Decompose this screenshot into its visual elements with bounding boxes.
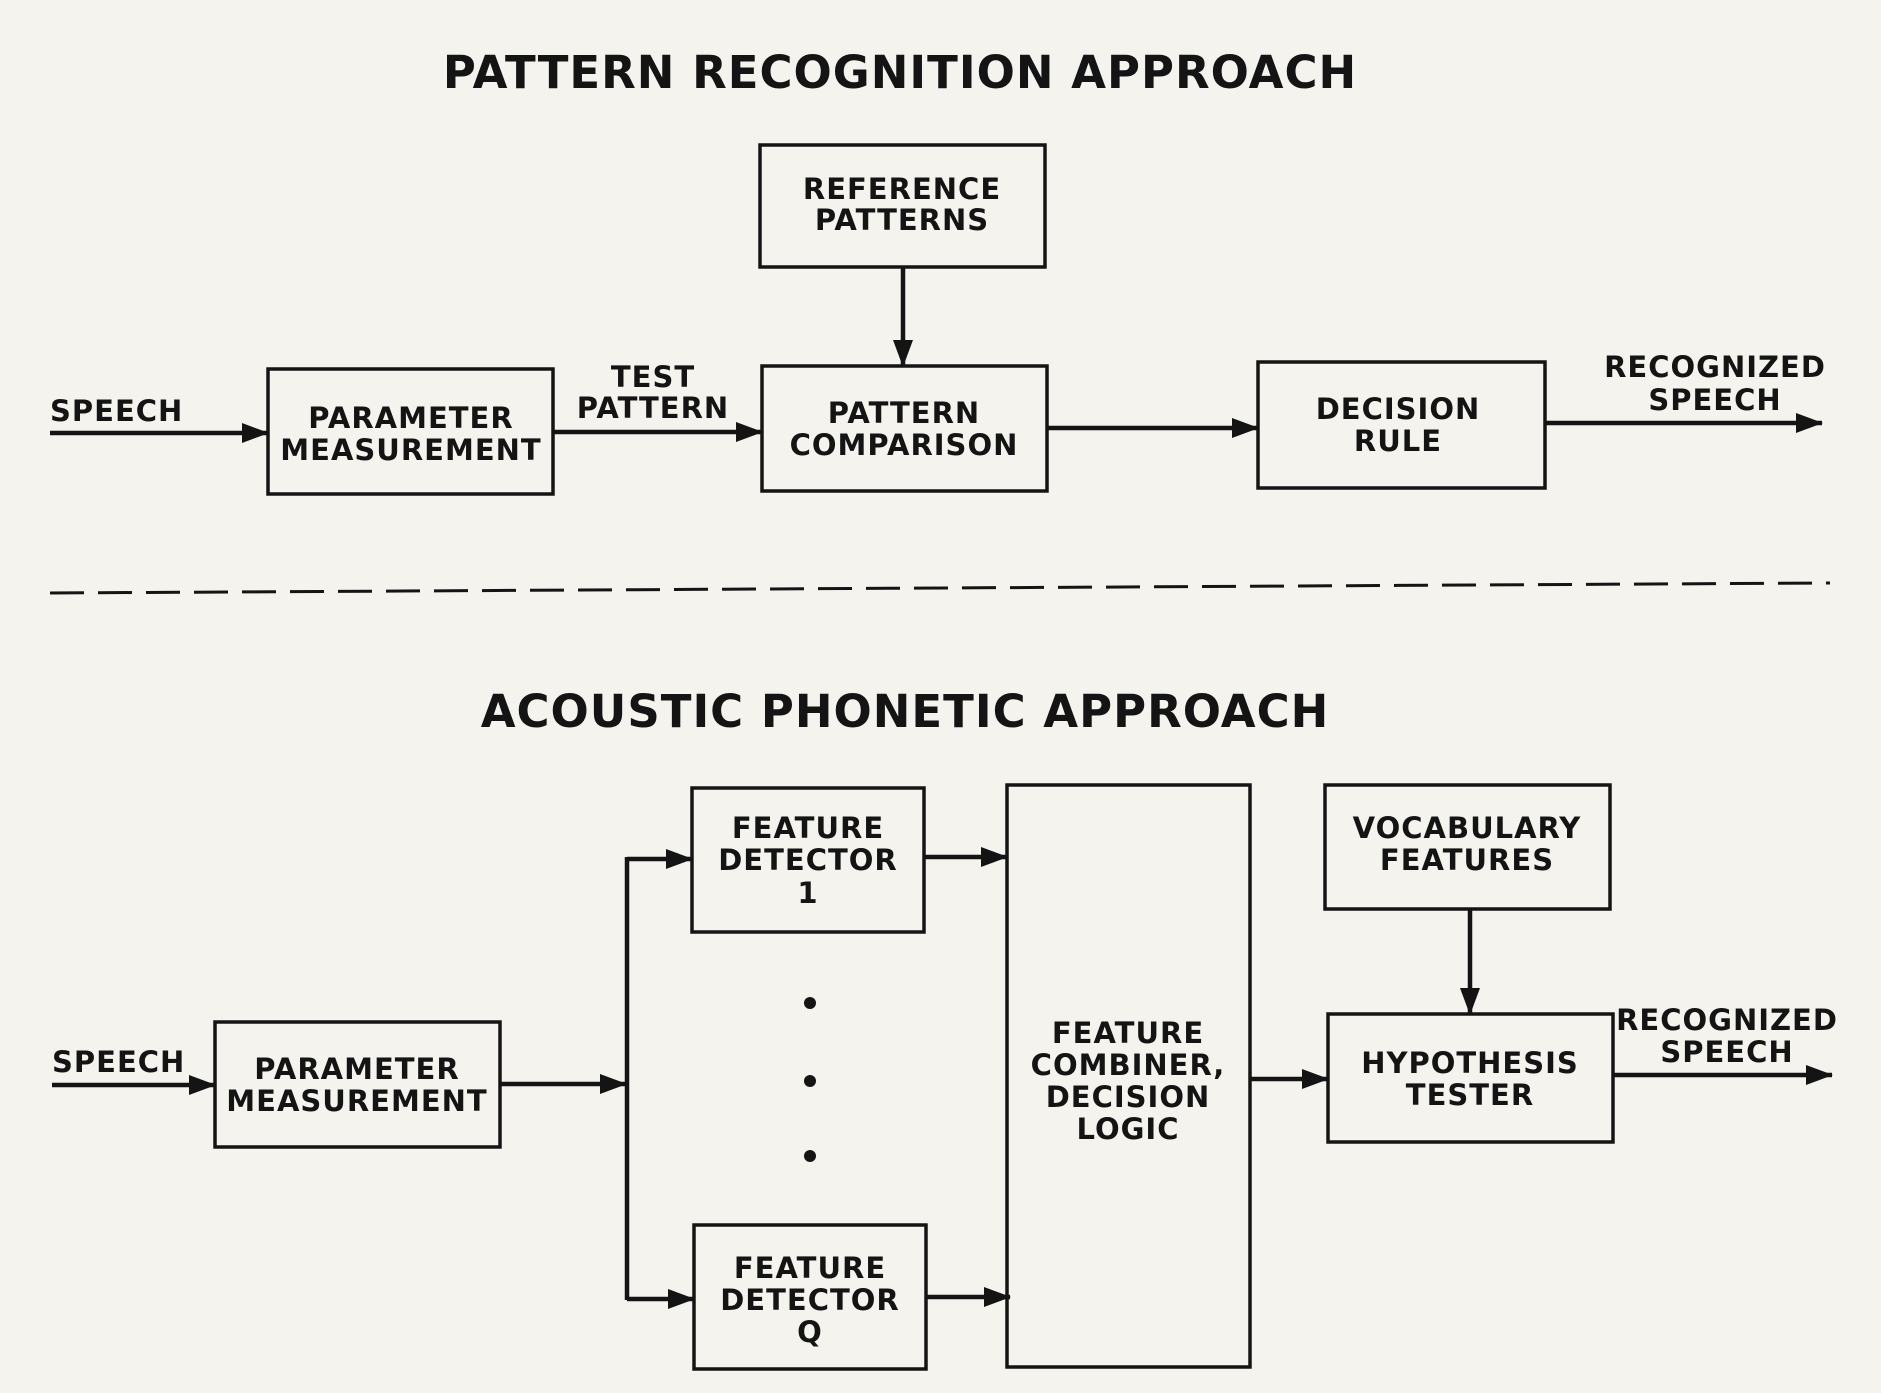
vocabulary-features-box: VOCABULARY FEATURES [1323, 783, 1612, 911]
top-recognized-speech-line1: RECOGNIZED [1604, 350, 1826, 384]
hypothesis-tester-line2: TESTER [1406, 1078, 1534, 1112]
pattern-comparison-box: PATTERN COMPARISON [760, 364, 1049, 493]
test-pattern-label-line1: TEST [611, 360, 695, 394]
top-parameter-measurement-line1: PARAMETER [308, 401, 513, 435]
vocabulary-features-line2: FEATURES [1380, 843, 1554, 877]
feature-detector-1-box: FEATURE DETECTOR 1 [690, 786, 926, 934]
top-parameter-measurement-line2: MEASUREMENT [280, 433, 541, 467]
bottom-parameter-measurement-line1: PARAMETER [254, 1052, 459, 1086]
feature-combiner-line4: LOGIC [1077, 1112, 1180, 1146]
feature-detector-1-line3: 1 [797, 876, 818, 910]
bottom-parameter-measurement-line2: MEASUREMENT [226, 1084, 487, 1118]
ellipsis-dot-1 [804, 997, 816, 1009]
pattern-comparison-line2: COMPARISON [790, 428, 1019, 462]
bottom-recognized-speech-line1: RECOGNIZED [1616, 1003, 1838, 1037]
feature-detector-q-line2: DETECTOR [720, 1283, 900, 1317]
test-pattern-label-line2: PATTERN [577, 391, 729, 425]
top-recognized-speech-line2: SPEECH [1648, 383, 1781, 417]
ellipsis-dot-3 [804, 1150, 816, 1162]
bottom-speech-input-label: SPEECH [52, 1045, 185, 1079]
bottom-parameter-measurement-box: PARAMETER MEASUREMENT [213, 1020, 502, 1149]
feature-detector-q-line3: Q [797, 1315, 823, 1349]
feature-combiner-box: FEATURE COMBINER, DECISION LOGIC [1005, 783, 1252, 1369]
reference-patterns-box: REFERENCE PATTERNS [758, 143, 1047, 269]
vocabulary-features-line1: VOCABULARY [1353, 811, 1582, 845]
feature-detector-q-line1: FEATURE [734, 1251, 886, 1285]
feature-combiner-line2: COMBINER, [1031, 1048, 1226, 1082]
acoustic-phonetic-section: ACOUSTIC PHONETIC APPROACH SPEECH PARAME… [52, 685, 1838, 1371]
hypothesis-tester-box: HYPOTHESIS TESTER [1326, 1012, 1615, 1144]
bottom-recognized-speech-line2: SPEECH [1660, 1035, 1793, 1069]
section-divider [49, 581, 1831, 595]
pattern-comparison-line1: PATTERN [828, 396, 980, 430]
decision-rule-box: DECISION RULE [1256, 360, 1547, 490]
hypothesis-tester-line1: HYPOTHESIS [1361, 1046, 1579, 1080]
ellipsis-dot-2 [804, 1075, 816, 1087]
feature-detector-q-box: FEATURE DETECTOR Q [692, 1223, 928, 1371]
feature-combiner-line3: DECISION [1046, 1080, 1211, 1114]
decision-rule-line1: DECISION [1316, 392, 1481, 426]
reference-patterns-line2: PATTERNS [815, 203, 989, 237]
pattern-recognition-section: PATTERN RECOGNITION APPROACH SPEECH PARA… [50, 46, 1826, 496]
top-speech-input-label: SPEECH [50, 394, 183, 428]
acoustic-phonetic-title: ACOUSTIC PHONETIC APPROACH [481, 685, 1330, 738]
top-parameter-measurement-box: PARAMETER MEASUREMENT [266, 367, 555, 496]
decision-rule-line2: RULE [1354, 424, 1442, 458]
feature-detector-1-line1: FEATURE [732, 811, 884, 845]
feature-detector-1-line2: DETECTOR [718, 843, 898, 877]
feature-combiner-line1: FEATURE [1052, 1016, 1204, 1050]
reference-patterns-line1: REFERENCE [803, 172, 1001, 206]
pattern-recognition-title: PATTERN RECOGNITION APPROACH [443, 46, 1357, 99]
